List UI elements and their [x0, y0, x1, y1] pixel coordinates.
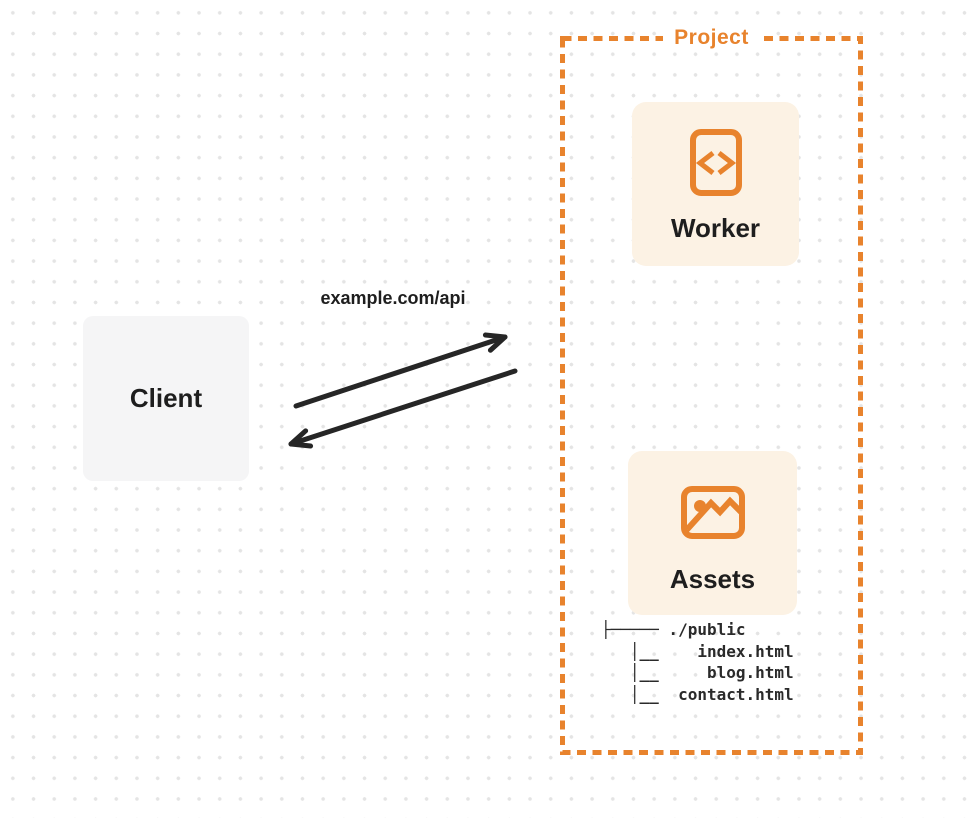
- file-tree-item: │__ blog.html: [601, 663, 794, 683]
- request-arrow: [293, 332, 508, 409]
- project-boundary-border: [560, 36, 863, 755]
- file-tree-root: ├───── ./public: [601, 620, 746, 639]
- client-node-label: Client: [129, 383, 203, 413]
- file-tree-item: │__ index.html: [601, 641, 794, 661]
- file-tree: ├───── ./public │__ index.html │__ blog.…: [601, 619, 794, 706]
- assets-node-label: Assets: [669, 564, 756, 594]
- worker-node: Worker: [632, 102, 799, 266]
- client-node: Client: [83, 316, 249, 481]
- file-tree-item: │__ contact.html: [601, 685, 794, 705]
- worker-node-label: Worker: [670, 213, 761, 243]
- project-group-label-text: Project: [663, 24, 760, 52]
- assets-node: Assets: [628, 451, 797, 615]
- image-icon: [680, 486, 745, 539]
- project-group-label: Project: [560, 24, 863, 52]
- code-document-icon: [689, 129, 742, 196]
- response-arrow: [288, 368, 518, 449]
- request-url-label: example.com/api: [320, 288, 466, 308]
